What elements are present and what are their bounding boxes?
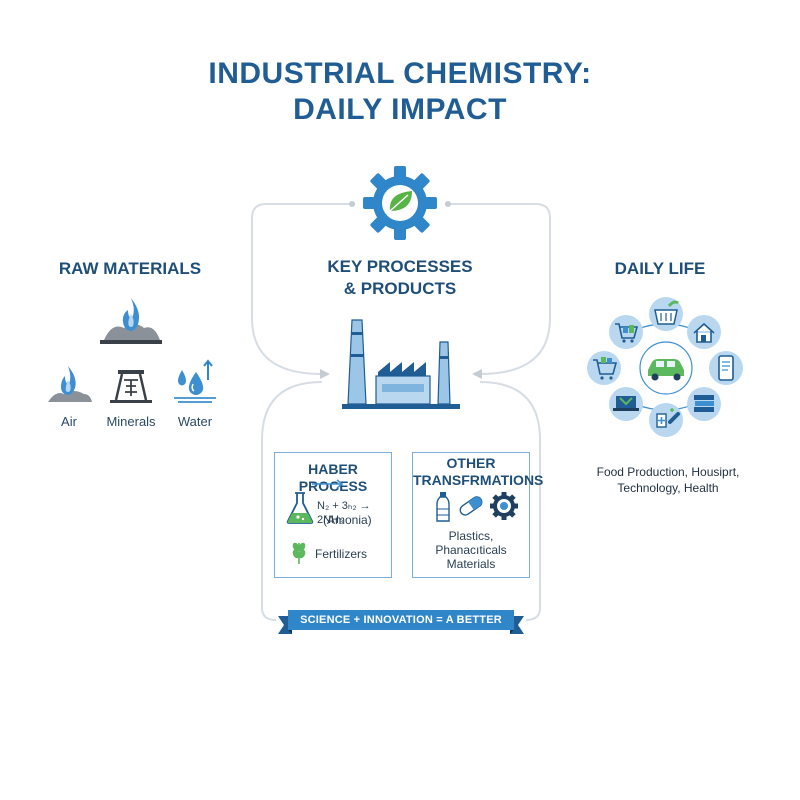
haber-note: (Amonia) xyxy=(323,513,372,527)
cart-icon xyxy=(609,315,643,349)
other-line-3: Materials xyxy=(446,557,496,571)
key-processes-heading: KEY PROCESSES & PRODUCTS xyxy=(300,256,500,300)
other-title-line-2: TRANSFRMATIONS xyxy=(413,472,544,488)
medicine-icon xyxy=(649,403,683,437)
daily-life-heading: DAILY LIFE xyxy=(614,259,706,278)
other-transformations-title: OTHER TRANSFRMATIONS xyxy=(413,455,544,489)
daily-life-caption-line-2: Technology, Health xyxy=(617,481,719,495)
flask-icon xyxy=(286,492,314,524)
haber-equation: N₂ + 3ₕ₂ → 2NH₃ xyxy=(317,500,371,526)
key-processes-heading-line-2: & PRODUCTS xyxy=(343,279,457,298)
car-icon xyxy=(639,341,693,395)
wheat-icon xyxy=(292,542,306,564)
daily-life-caption: Food Production, Housiprt, Technology, H… xyxy=(566,464,770,496)
raw-materials-heading: RAW MATERIALS xyxy=(58,259,202,278)
water-drops-icon xyxy=(174,359,216,403)
other-line-2: Phanacıticals xyxy=(435,543,507,557)
basket-icon xyxy=(649,297,683,331)
capsule-icon xyxy=(459,496,483,516)
other-products: Plastics, Phanacıticals Materials xyxy=(413,529,529,571)
page-title: INDUSTRIAL CHEMISTRY: DAILY IMPACT xyxy=(0,56,800,128)
title-line-1: INDUSTRIAL CHEMISTRY: xyxy=(208,57,592,90)
house-icon xyxy=(687,315,721,349)
natural-gas-icon xyxy=(100,298,162,344)
shopping-cart-icon xyxy=(587,351,621,385)
haber-process-card: HABER PROCESS N₂ + 3ₕ₂ → 2NH₃ (Amonia) F… xyxy=(274,452,392,578)
raw-material-label-minerals: Minerals xyxy=(106,414,156,429)
smartphone-icon xyxy=(709,351,743,385)
daily-life-icon-ring xyxy=(587,297,743,437)
haber-process-title: HABER PROCESS xyxy=(298,461,368,494)
banner-text: SCIENCE + INNOVATION = A BETTER TOMORROW xyxy=(300,614,502,646)
factory-icon xyxy=(342,319,460,409)
cog-icon xyxy=(490,492,518,520)
other-transformations-card: OTHER TRANSFRMATIONS Plastics, Phanacı xyxy=(412,452,544,578)
haber-product: Fertilizers xyxy=(315,547,368,561)
raw-material-label-air: Air xyxy=(61,414,77,429)
laptop-icon xyxy=(609,387,643,421)
title-line-2: DAILY IMPACT xyxy=(293,93,507,126)
other-line-1: Plastics, xyxy=(448,529,494,543)
bottle-icon xyxy=(436,492,450,522)
daily-life-caption-line-1: Food Production, Housiprt, xyxy=(596,465,740,479)
key-processes-heading-line-1: KEY PROCESSES xyxy=(327,257,473,276)
other-title-line-1: OTHER xyxy=(446,455,496,471)
flame-icon xyxy=(48,366,92,402)
mine-icon xyxy=(110,370,152,403)
raw-material-label-water: Water xyxy=(177,414,213,429)
banner-ribbon xyxy=(278,610,524,634)
gear-leaf-icon xyxy=(363,166,437,240)
books-icon xyxy=(687,387,721,421)
arrow-right-icon xyxy=(312,479,344,489)
